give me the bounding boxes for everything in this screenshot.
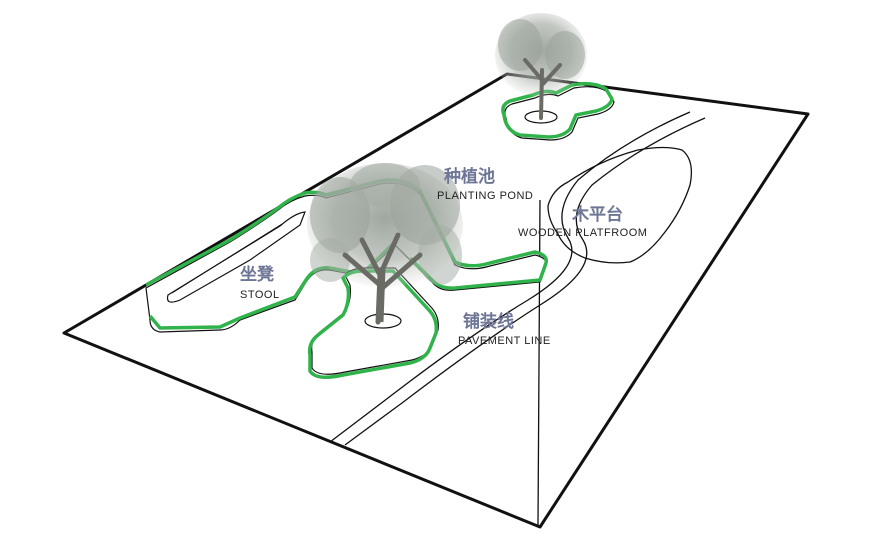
tree-small [495, 13, 587, 120]
tree-large [307, 163, 463, 325]
wooden-platform-en-label: WOODEN PLATFROOM [518, 227, 647, 239]
pavement-line-en-label: PAVEMENT LINE [458, 335, 551, 347]
wooden-platform-cn-label: 木平台 [571, 204, 623, 225]
planting-pond-cn-label: 种植池 [443, 166, 495, 187]
site-boundary [62, 72, 810, 529]
stool-en-label: STOOL [240, 289, 280, 301]
planting-pond-en-label: PLANTING POND [437, 190, 533, 202]
center-planter [307, 267, 439, 379]
pavement-line-cn-label: 铺装线 [463, 311, 514, 332]
wooden-platform-outline [547, 146, 693, 264]
stool-cn-label: 坐凳 [240, 264, 275, 285]
